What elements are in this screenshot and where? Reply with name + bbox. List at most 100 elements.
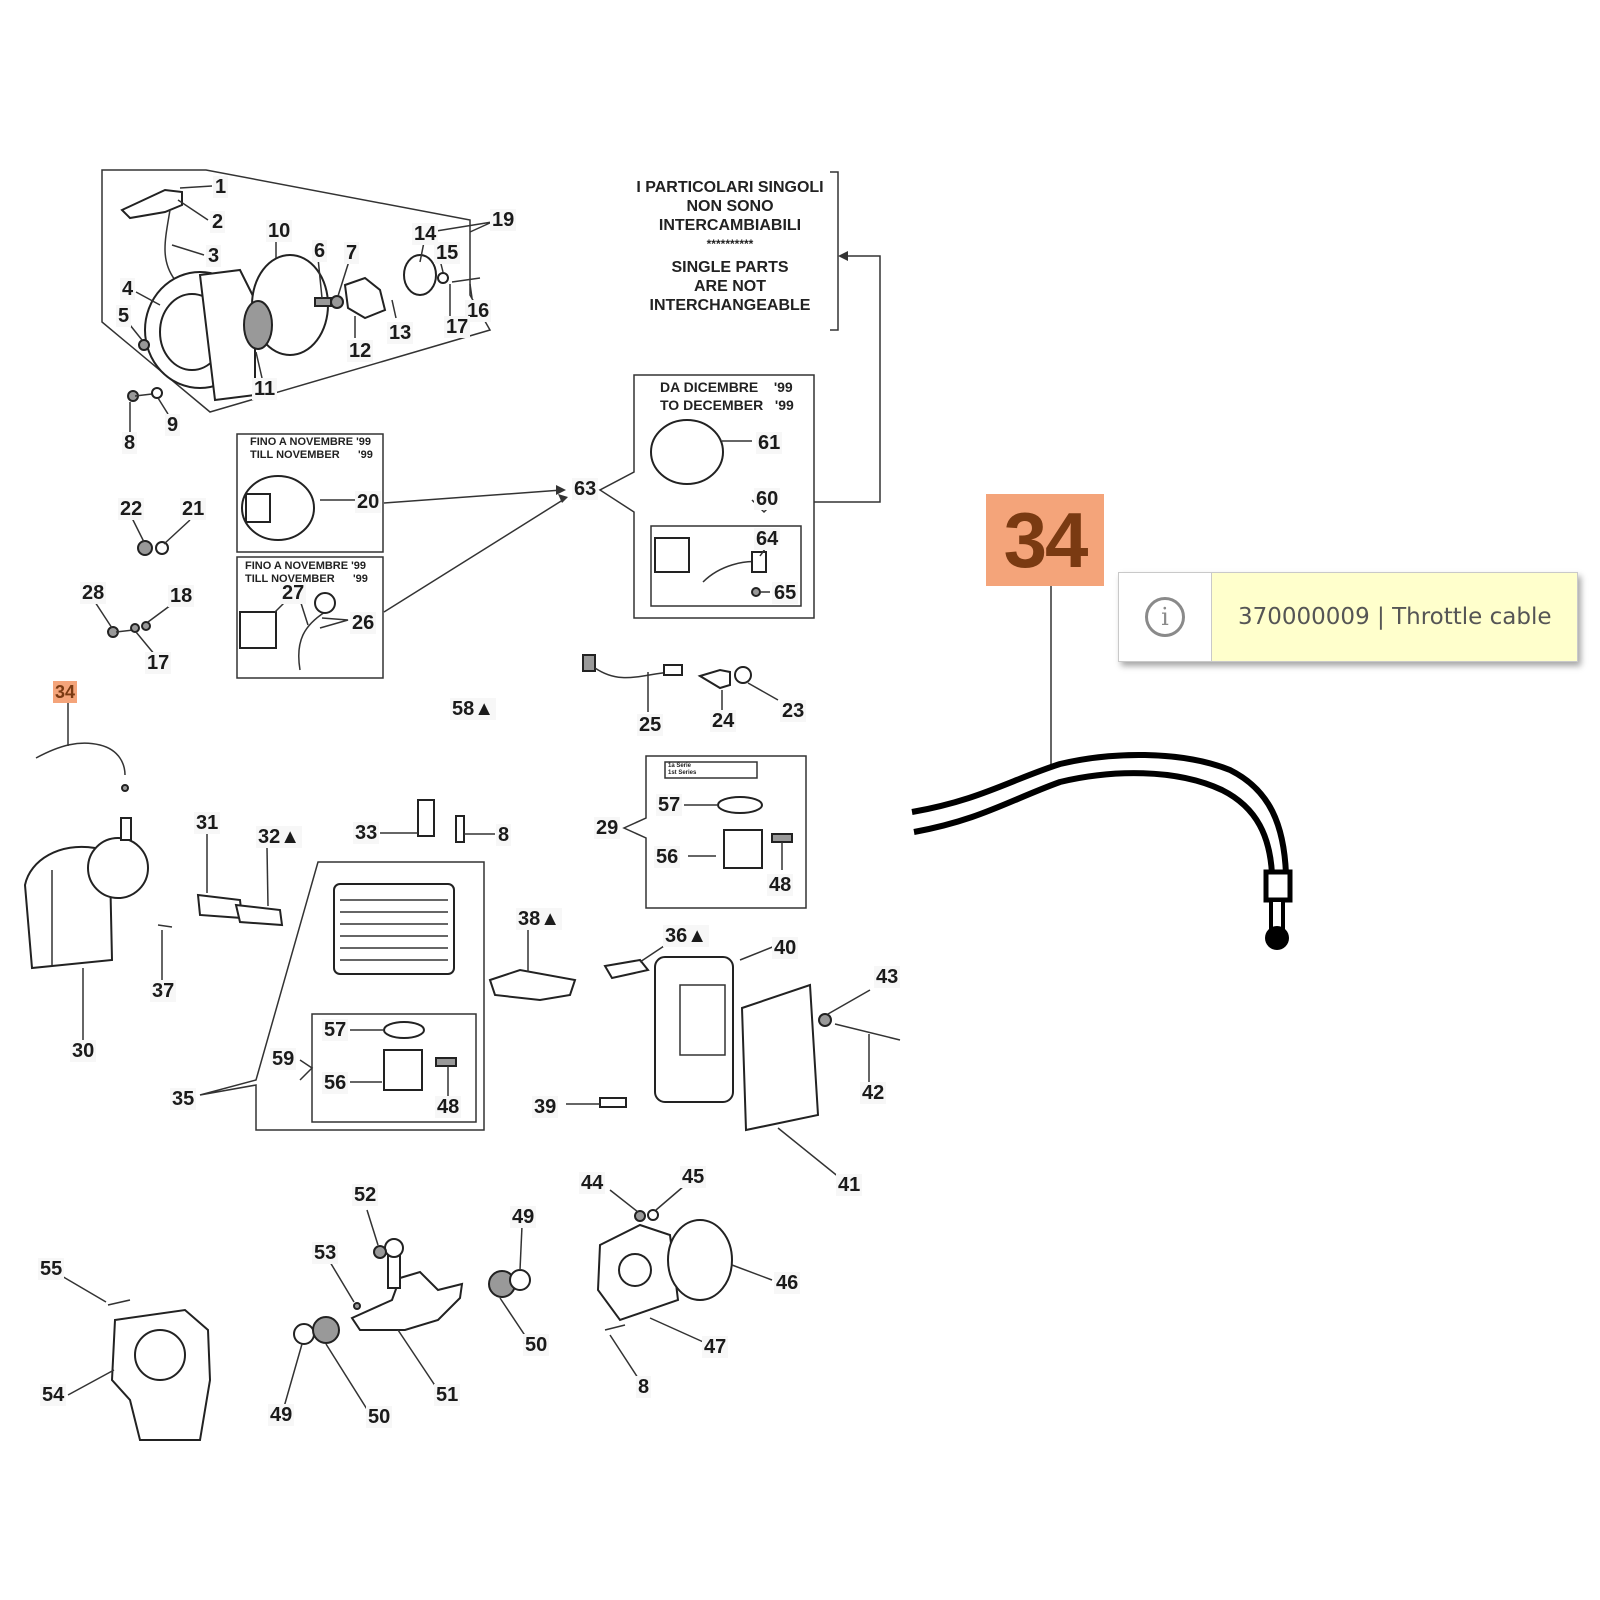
part-label-1[interactable]: 1 — [213, 176, 229, 198]
part-label-31[interactable]: 31 — [194, 812, 221, 834]
part-label-48a[interactable]: 48 — [767, 874, 794, 896]
part-label-48b[interactable]: 48 — [435, 1096, 462, 1118]
part-label-28[interactable]: 28 — [80, 582, 107, 604]
part-label-10[interactable]: 10 — [266, 220, 293, 242]
part-label-40[interactable]: 40 — [772, 937, 799, 959]
part-label-56a[interactable]: 56 — [654, 846, 681, 868]
part-label-36[interactable]: 36▲ — [663, 925, 710, 947]
part-label-25[interactable]: 25 — [637, 714, 664, 736]
carburetor-top — [120, 817, 132, 841]
part-label-55[interactable]: 55 — [38, 1258, 65, 1280]
part-label-7[interactable]: 7 — [344, 242, 360, 264]
part-label-8b[interactable]: 8 — [496, 824, 512, 846]
part-label-32[interactable]: 32▲ — [256, 826, 303, 848]
part-label-60[interactable]: 60 — [754, 488, 781, 510]
notice-arrow-line — [814, 255, 881, 503]
arrowhead-63b — [558, 494, 568, 503]
part-label-61[interactable]: 61 — [756, 432, 783, 454]
part-label-8c[interactable]: 8 — [636, 1376, 652, 1398]
part-label-39[interactable]: 39 — [532, 1096, 559, 1118]
part-label-5[interactable]: 5 — [116, 305, 132, 327]
part-label-59[interactable]: 59 — [270, 1048, 297, 1070]
part-label-56b[interactable]: 56 — [322, 1072, 349, 1094]
part-label-34-highlighted[interactable]: 34 — [53, 681, 78, 703]
part-label-24[interactable]: 24 — [710, 710, 737, 732]
part-label-20[interactable]: 20 — [355, 491, 382, 513]
starter-spring-6 — [314, 297, 332, 307]
part-label-3[interactable]: 3 — [206, 245, 222, 267]
part-label-43[interactable]: 43 — [874, 966, 901, 988]
part-label-52[interactable]: 52 — [352, 1184, 379, 1206]
part-label-8[interactable]: 8 — [122, 432, 138, 454]
part-label-16[interactable]: 16 — [465, 300, 492, 322]
part-label-65[interactable]: 65 — [772, 582, 799, 604]
wire-26 — [298, 611, 326, 671]
part-label-57a[interactable]: 57 — [656, 794, 683, 816]
part-label-18[interactable]: 18 — [168, 585, 195, 607]
part-label-22[interactable]: 22 — [118, 498, 145, 520]
crankcase-54-bore — [134, 1329, 186, 1381]
washer-45 — [647, 1209, 659, 1221]
ignition-coil-20 — [241, 475, 315, 541]
starter-leaders — [125, 185, 493, 432]
piston-ring-57b — [383, 1021, 425, 1039]
box-header-till-nov-2: FINO A NOVEMBRE '99 TILL NOVEMBER '99 — [245, 560, 368, 585]
part-label-21[interactable]: 21 — [180, 498, 207, 520]
part-label-33[interactable]: 33 — [353, 822, 380, 844]
part-label-44[interactable]: 44 — [579, 1172, 606, 1194]
selected-part-callout[interactable]: 34 — [986, 494, 1104, 586]
part-label-47[interactable]: 47 — [702, 1336, 729, 1358]
part-label-17[interactable]: 17 — [444, 316, 471, 338]
box-kit-60 — [650, 525, 802, 607]
part-label-50a[interactable]: 50 — [366, 1406, 393, 1428]
part-label-42[interactable]: 42 — [860, 1082, 887, 1104]
part-label-57b[interactable]: 57 — [322, 1019, 349, 1041]
part-label-53[interactable]: 53 — [312, 1242, 339, 1264]
part-label-64[interactable]: 64 — [754, 528, 781, 550]
part-label-35[interactable]: 35 — [170, 1088, 197, 1110]
part-label-46[interactable]: 46 — [774, 1272, 801, 1294]
part-label-41[interactable]: 41 — [836, 1174, 863, 1196]
tooltip-icon-cell: i — [1119, 573, 1212, 661]
box-till-nov-2 — [236, 556, 384, 679]
module-27 — [239, 611, 277, 649]
part-label-58[interactable]: 58▲ — [450, 698, 497, 720]
part-label-30[interactable]: 30 — [70, 1040, 97, 1062]
part-label-2[interactable]: 2 — [210, 211, 226, 233]
connector-25a — [582, 654, 596, 672]
part-label-49a[interactable]: 49 — [268, 1404, 295, 1426]
part-label-14[interactable]: 14 — [412, 223, 439, 245]
part-label-15[interactable]: 15 — [434, 242, 461, 264]
part-label-26[interactable]: 26 — [350, 612, 377, 634]
throttle-cable-small-end — [121, 784, 129, 792]
part-label-11[interactable]: 11 — [252, 378, 278, 400]
bearing-52 — [373, 1245, 387, 1259]
part-label-9[interactable]: 9 — [165, 414, 181, 436]
part-label-27[interactable]: 27 — [280, 582, 307, 604]
crankshaft-51 — [350, 1270, 464, 1331]
part-label-37[interactable]: 37 — [150, 980, 177, 1002]
part-label-29[interactable]: 29 — [594, 817, 621, 839]
part-label-38[interactable]: 38▲ — [516, 908, 563, 930]
notice-arrowhead — [838, 251, 848, 261]
part-label-4[interactable]: 4 — [120, 278, 136, 300]
part-label-63[interactable]: 63 — [572, 478, 599, 500]
part-label-12[interactable]: 12 — [347, 340, 374, 362]
part-label-49b[interactable]: 49 — [510, 1206, 537, 1228]
part-label-23[interactable]: 23 — [780, 700, 807, 722]
throttle-cable-small — [35, 742, 126, 776]
ignition-coil-61 — [650, 419, 724, 485]
part-label-19[interactable]: 19 — [490, 209, 517, 231]
bolt-8 — [134, 393, 153, 397]
piston-pin-48b — [435, 1057, 457, 1067]
part-label-45[interactable]: 45 — [680, 1166, 707, 1188]
part-label-50b[interactable]: 50 — [523, 1334, 550, 1356]
part-label-6[interactable]: 6 — [312, 240, 328, 262]
part-label-17b[interactable]: 17 — [145, 652, 172, 674]
gasket-38 — [488, 968, 577, 1002]
part-label-54[interactable]: 54 — [40, 1384, 67, 1406]
part-label-13[interactable]: 13 — [387, 322, 414, 344]
carburetor-30 — [87, 837, 149, 899]
key-53 — [353, 1302, 361, 1310]
part-label-51[interactable]: 51 — [434, 1384, 461, 1406]
